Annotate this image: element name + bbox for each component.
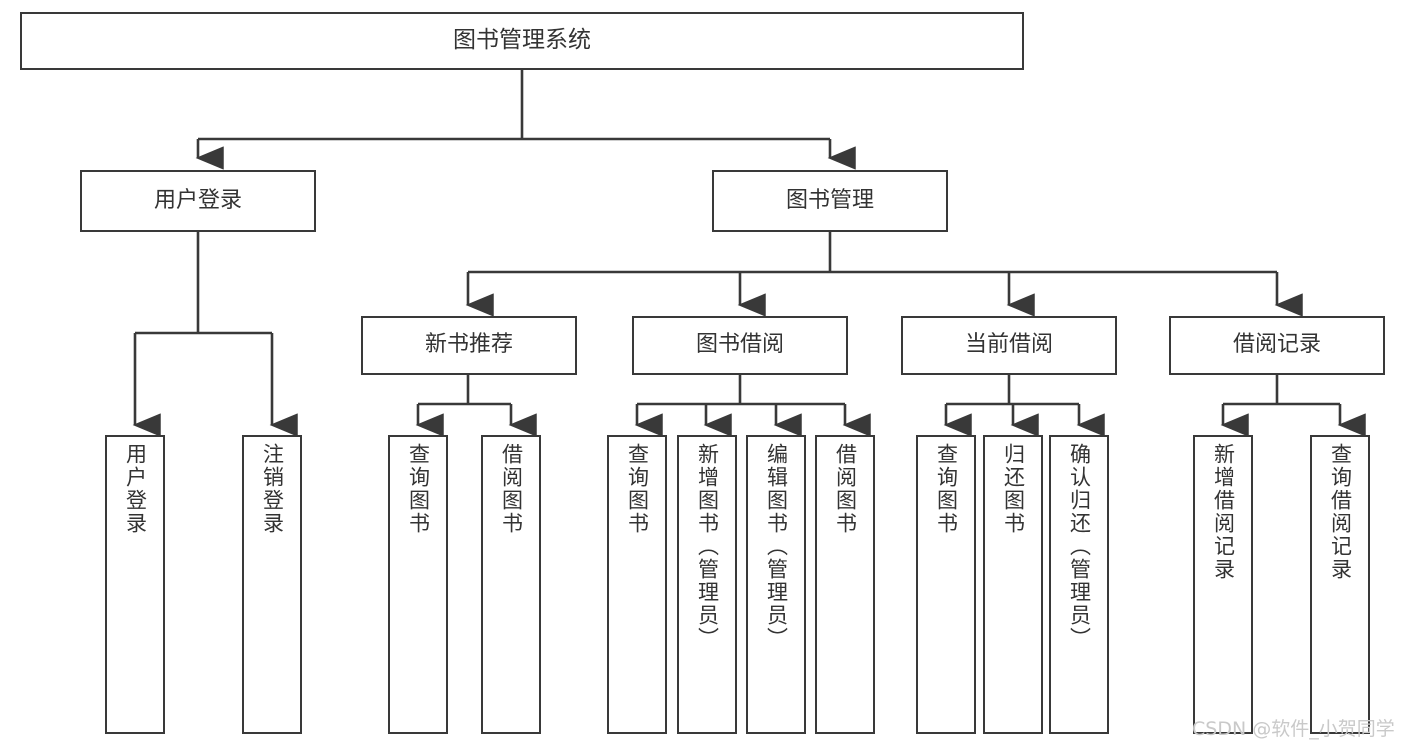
node-new-book-recommend[interactable]: 新书推荐 — [361, 316, 577, 375]
node-label: 查询图书 — [406, 443, 431, 535]
node-label: 确认归还（管理员） — [1067, 443, 1092, 650]
node-label: 编辑图书（管理员） — [764, 443, 789, 650]
node-label: 查询图书 — [625, 443, 650, 535]
leaf-borrow-edit-book-admin[interactable]: 编辑图书（管理员） — [746, 435, 806, 734]
leaf-borrow-borrow-book[interactable]: 借阅图书 — [815, 435, 875, 734]
node-label: 图书管理系统 — [453, 27, 591, 54]
node-label: 用户登录 — [153, 187, 242, 213]
node-label: 借阅图书 — [833, 443, 858, 535]
leaf-current-confirm-return-admin[interactable]: 确认归还（管理员） — [1049, 435, 1109, 734]
leaf-new-book-borrow[interactable]: 借阅图书 — [481, 435, 541, 734]
node-current-borrow[interactable]: 当前借阅 — [901, 316, 1117, 375]
node-label: 当前借阅 — [964, 332, 1053, 358]
node-label: 借阅图书 — [499, 443, 524, 535]
node-label: 借阅记录 — [1232, 332, 1321, 358]
leaf-current-query-book[interactable]: 查询图书 — [916, 435, 976, 734]
node-book-management[interactable]: 图书管理 — [712, 170, 948, 232]
node-label: 归还图书 — [1001, 443, 1026, 535]
node-label: 查询图书 — [934, 443, 959, 535]
leaf-user-login-login[interactable]: 用户登录 — [105, 435, 165, 734]
node-borrow-records[interactable]: 借阅记录 — [1169, 316, 1385, 375]
node-label: 用户登录 — [123, 443, 148, 535]
node-label: 查询借阅记录 — [1328, 443, 1353, 581]
node-label: 图书借阅 — [695, 332, 784, 358]
node-label: 图书管理 — [785, 187, 874, 213]
node-label: 注销登录 — [260, 443, 285, 535]
node-book-borrow[interactable]: 图书借阅 — [632, 316, 848, 375]
node-label: 新增借阅记录 — [1211, 443, 1236, 581]
node-label: 新增图书（管理员） — [695, 443, 720, 650]
node-user-login[interactable]: 用户登录 — [80, 170, 316, 232]
leaf-new-book-query[interactable]: 查询图书 — [388, 435, 448, 734]
leaf-borrow-query-book[interactable]: 查询图书 — [607, 435, 667, 734]
leaf-borrow-add-book-admin[interactable]: 新增图书（管理员） — [677, 435, 737, 734]
leaf-records-query-record[interactable]: 查询借阅记录 — [1310, 435, 1370, 734]
leaf-current-return-book[interactable]: 归还图书 — [983, 435, 1043, 734]
leaf-user-login-logout[interactable]: 注销登录 — [242, 435, 302, 734]
leaf-records-add-record[interactable]: 新增借阅记录 — [1193, 435, 1253, 734]
node-label: 新书推荐 — [424, 332, 513, 358]
node-root-system[interactable]: 图书管理系统 — [20, 12, 1024, 70]
